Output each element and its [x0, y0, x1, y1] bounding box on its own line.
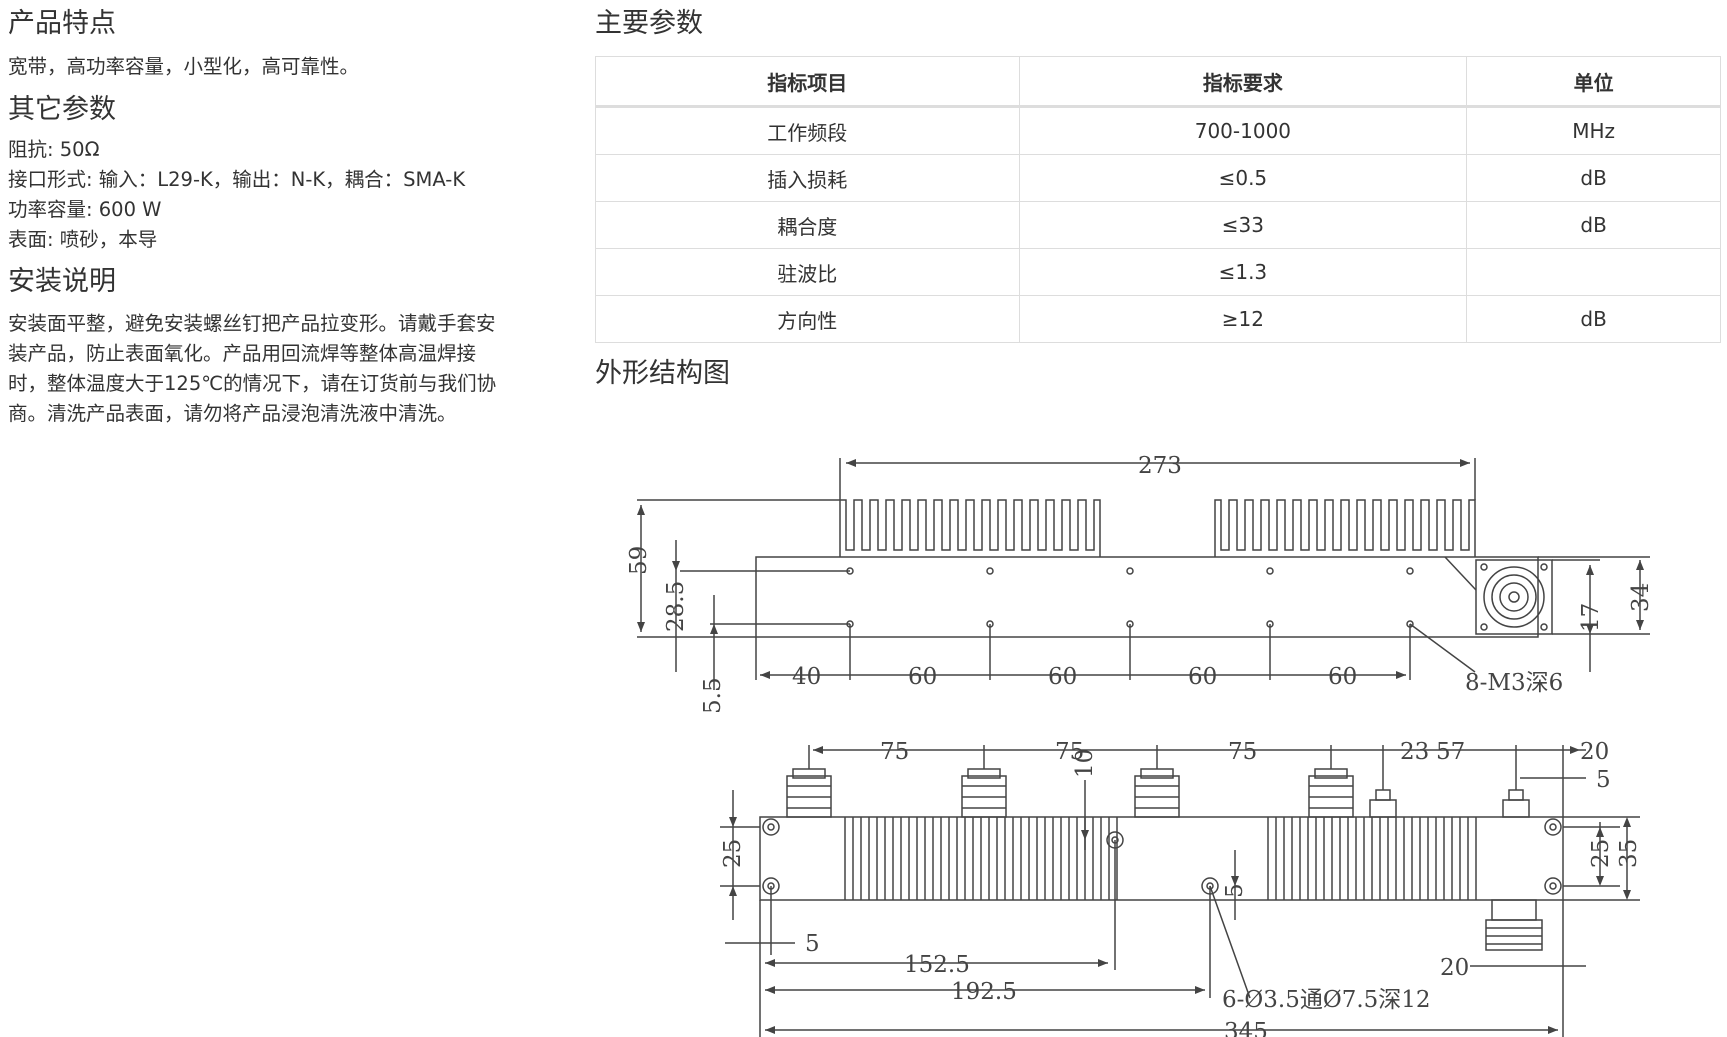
dim-label-height: 59: [626, 546, 652, 575]
drawing-title: 外形结构图: [595, 358, 730, 389]
dim-label-right-small: 5: [1596, 767, 1611, 793]
dim-label-gap: 57: [1436, 739, 1465, 765]
dim-label-pitch-3: 75: [1228, 739, 1257, 765]
dim-label-192-5: 192.5: [951, 979, 1017, 1005]
dim-label-left-25: 25: [720, 839, 746, 868]
table-header-row: 指标项目 指标要求 单位: [595, 56, 1721, 108]
dim-label-right-25: 25: [1588, 839, 1614, 868]
dim-label-height-mid: 28.5: [663, 581, 689, 632]
fin-block-left: [839, 499, 1101, 557]
install-line-2: 装产品，防止表面氧化。产品用回流焊等整体高温焊接: [8, 342, 477, 365]
param-surface: 表面: 喷砂，本导: [8, 228, 158, 251]
dim-label-small-gap: 23: [1400, 739, 1429, 765]
table-cell: dB: [1466, 295, 1721, 343]
header-item: 指标项目: [595, 56, 1020, 108]
dim-label-spacing-2: 60: [1048, 664, 1077, 690]
params-table: 指标项目 指标要求 单位 工作频段 700-1000 MHz 插入损耗 ≤0.5…: [595, 56, 1721, 343]
n-connector: [1308, 768, 1354, 818]
install-line-3: 时，整体温度大于125℃的情况下，请在订货前与我们协: [8, 372, 497, 395]
front-fins: [844, 817, 1477, 900]
connector-screw: [1480, 563, 1488, 571]
connector-screw: [1540, 623, 1548, 631]
table-cell: dB: [1466, 154, 1721, 202]
param-power: 功率容量: 600 W: [8, 198, 162, 221]
dim-label-pitch-2: 75: [1055, 739, 1084, 765]
param-impedance: 阻抗: 50Ω: [8, 138, 100, 161]
install-line-4: 商。清洗产品表面，请勿将产品浸泡清洗液中清洗。: [8, 402, 457, 425]
dim-label-length: 345: [1224, 1019, 1268, 1037]
table-row: 方向性 ≥12 dB: [595, 295, 1721, 343]
install-title: 安装说明: [8, 266, 116, 297]
install-line-1: 安装面平整，避免安装螺丝钉把产品拉变形。请戴手套安: [8, 312, 496, 335]
table-row: 插入损耗 ≤0.5 dB: [595, 154, 1721, 202]
header-unit: 单位: [1466, 56, 1721, 108]
dim-label-bottom-offset: 5.5: [700, 677, 726, 714]
n-connector: [786, 768, 832, 818]
dim-label-mid-5: 5: [1222, 883, 1248, 898]
n-connector: [961, 768, 1007, 818]
dim-label-spacing-3: 60: [1188, 664, 1217, 690]
dim-label-spacing-4: 60: [1328, 664, 1357, 690]
n-connector: [1134, 768, 1180, 818]
holes-note: 8-M3深6: [1465, 670, 1563, 696]
features-title: 产品特点: [8, 8, 116, 39]
connector-screw: [1540, 563, 1548, 571]
dim-label-pitch-1: 75: [880, 739, 909, 765]
table-cell: MHz: [1466, 106, 1721, 155]
l29-connector: [1485, 899, 1543, 951]
front-view-body: [759, 816, 1564, 901]
features-text: 宽带，高功率容量，小型化，高可靠性。: [8, 55, 360, 78]
table-cell: 耦合度: [595, 201, 1020, 249]
table-cell: ≤0.5: [1018, 154, 1468, 202]
dim-label-10: 10: [1072, 749, 1098, 778]
dim-label-total-width: 273: [1138, 453, 1182, 479]
dim-label-right-h: 34: [1628, 583, 1654, 612]
dim-label-side-5: 5: [805, 931, 820, 957]
table-cell: [1466, 248, 1721, 296]
connector-ring-mid: [1491, 574, 1537, 620]
connector-ring-outer: [1483, 566, 1545, 628]
dim-label-right-end: 20: [1580, 739, 1609, 765]
dim-label-35: 35: [1616, 839, 1642, 868]
table-row: 工作频段 700-1000 MHz: [595, 106, 1721, 155]
table-cell: 方向性: [595, 295, 1020, 343]
dim-label-152-5: 152.5: [904, 952, 970, 978]
dim-label-connector-h: 17: [1578, 603, 1604, 632]
connector-pin: [1508, 591, 1520, 603]
table-cell: ≥12: [1018, 295, 1468, 343]
table-cell: 插入损耗: [595, 154, 1020, 202]
table-cell: 700-1000: [1018, 106, 1468, 155]
table-cell: 工作频段: [595, 106, 1020, 155]
sma-connector: [1502, 789, 1530, 818]
sma-connector: [1369, 789, 1397, 818]
param-interface: 接口形式: 输入：L29-K，输出：N-K，耦合：SMA-K: [8, 168, 466, 191]
top-view-body: [755, 556, 1539, 638]
header-requirement: 指标要求: [1018, 56, 1468, 108]
through-hole-note: 6-Ø3.5通Ø7.5深12: [1222, 987, 1431, 1013]
connector-square: [1475, 559, 1553, 635]
connector-screw: [1480, 623, 1488, 631]
connector-ring-inner: [1499, 582, 1529, 612]
other-params-title: 其它参数: [8, 94, 116, 125]
fin-block-right: [1214, 499, 1476, 557]
dim-label-spacing-1: 60: [908, 664, 937, 690]
dim-label-offset: 40: [792, 664, 821, 690]
dim-label-bottom-20: 20: [1440, 955, 1469, 981]
table-cell: ≤33: [1018, 201, 1468, 249]
table-row: 耦合度 ≤33 dB: [595, 201, 1721, 249]
main-params-title: 主要参数: [595, 8, 703, 39]
